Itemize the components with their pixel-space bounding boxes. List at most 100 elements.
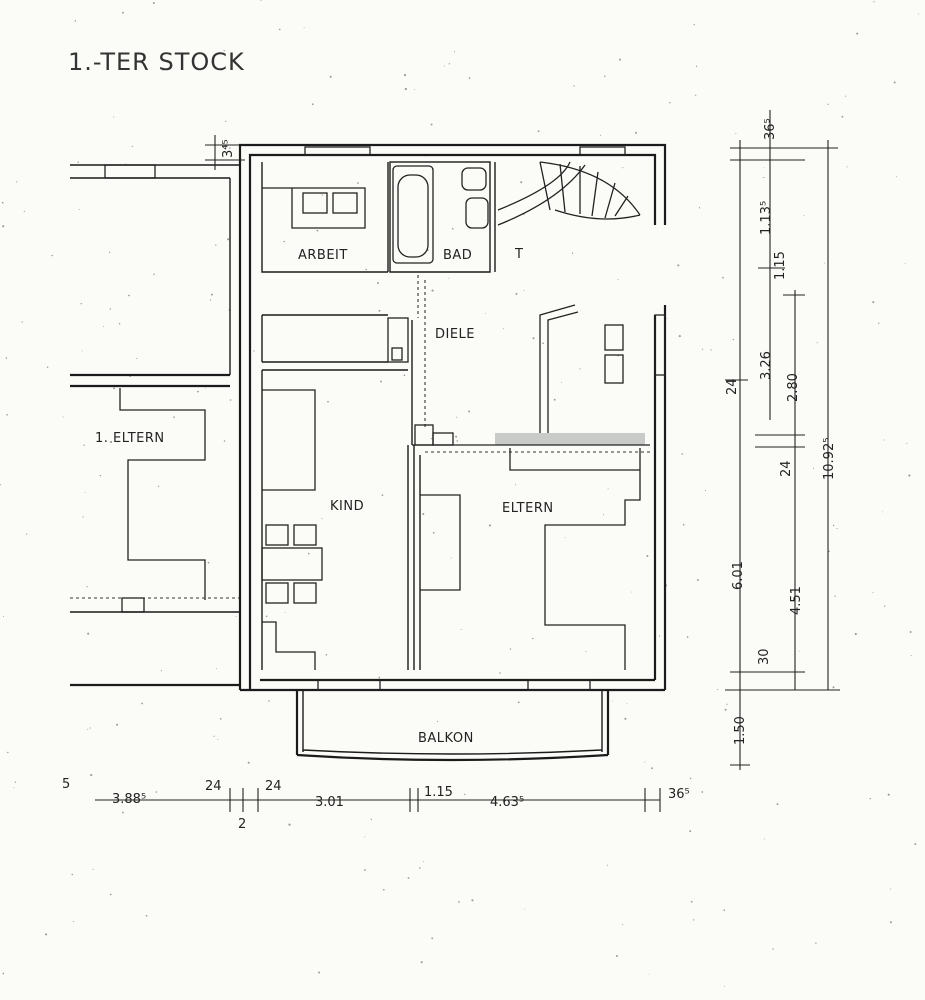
paper-speck (253, 350, 255, 352)
paper-speck (378, 676, 381, 679)
paper-speck (692, 919, 695, 921)
paper-speck (650, 767, 653, 770)
paper-speck (816, 342, 818, 344)
paper-speck (878, 322, 880, 325)
paper-speck (383, 888, 385, 891)
paper-speck (321, 518, 323, 520)
paper-speck (1, 201, 4, 204)
paper-speck (5, 357, 8, 359)
paper-speck (377, 282, 379, 284)
paper-speck (316, 229, 319, 232)
paper-speck (717, 689, 719, 691)
paper-speck (812, 467, 814, 469)
paper-speck (423, 860, 425, 862)
paper-speck (450, 557, 452, 559)
paper-speck (669, 101, 671, 104)
dim-right-10: 1.50 (733, 716, 748, 745)
paper-speck (600, 134, 602, 136)
paper-speck (622, 924, 624, 926)
paper-speck (499, 672, 501, 674)
paper-speck (363, 869, 366, 871)
paper-speck (828, 550, 830, 553)
dim-bottom-4: 2 (238, 817, 246, 832)
paper-speck (13, 787, 15, 789)
paper-speck (116, 723, 119, 726)
paper-speck (453, 51, 456, 53)
paper-speck (726, 703, 728, 705)
paper-speck (904, 262, 906, 264)
paper-speck (722, 276, 724, 279)
paper-speck (303, 26, 305, 28)
paper-speck (26, 533, 28, 535)
paper-speck (772, 948, 774, 950)
paper-speck (872, 592, 874, 594)
paper-speck (682, 523, 685, 526)
paper-speck (724, 708, 727, 711)
paper-speck (635, 131, 637, 134)
paper-speck (288, 823, 291, 826)
left-neighbor-unit (70, 164, 240, 687)
paper-speck (689, 830, 692, 833)
paper-speck (893, 81, 896, 84)
paper-speck (83, 444, 85, 446)
paper-speck (677, 264, 680, 267)
room-bad (389, 161, 491, 318)
paper-speck (2, 616, 4, 617)
paper-speck (213, 735, 215, 737)
paper-speck (420, 961, 423, 964)
paper-speck (604, 75, 606, 77)
paper-speck (229, 147, 231, 149)
paper-speck (422, 512, 425, 516)
paper-speck (431, 289, 434, 292)
paper-speck (72, 921, 74, 923)
paper-speck (215, 244, 217, 246)
paper-speck (646, 555, 649, 557)
paper-speck (325, 654, 328, 656)
paper-speck (23, 210, 25, 213)
paper-speck (87, 632, 90, 635)
paper-speck (2, 225, 5, 228)
paper-speck (370, 818, 372, 821)
paper-speck (695, 65, 698, 67)
paper-speck (523, 289, 525, 291)
paper-speck (532, 637, 534, 640)
paper-speck (520, 181, 523, 184)
paper-speck (710, 349, 712, 351)
paper-speck (122, 11, 124, 14)
paper-speck (16, 181, 18, 183)
paper-speck (648, 973, 650, 975)
paper-speck (321, 194, 323, 196)
paper-speck (122, 811, 124, 814)
paper-speck (381, 494, 384, 496)
paper-speck (378, 309, 381, 312)
paper-speck (87, 728, 89, 730)
paper-speck (80, 303, 82, 305)
paper-speck (854, 632, 857, 636)
paper-speck (524, 908, 525, 910)
paper-speck (407, 877, 410, 879)
paper-speck (89, 727, 91, 729)
paper-speck (571, 252, 574, 254)
paper-speck (631, 591, 633, 593)
paper-speck (834, 595, 836, 597)
paper-speck (81, 350, 83, 352)
paper-speck (197, 390, 199, 393)
dim-bottom-3: 24 (265, 779, 282, 794)
paper-speck (579, 368, 581, 370)
paper-speck (403, 374, 406, 377)
paper-speck (99, 474, 101, 477)
dim-right-2: 1.15 (773, 251, 788, 280)
paper-speck (456, 416, 458, 418)
paper-speck (82, 516, 84, 518)
dim-right-5: 24 (725, 378, 740, 395)
paper-speck (136, 357, 138, 360)
paper-speck (431, 437, 433, 440)
paper-speck (84, 491, 86, 493)
paper-speck (365, 268, 368, 271)
paper-speck (906, 442, 908, 444)
dim-right-total: 10.92⁵ (822, 438, 837, 480)
paper-speck (364, 836, 366, 838)
dim-bottom-8: 36⁵ (668, 787, 690, 802)
paper-speck (537, 130, 540, 133)
paper-speck (832, 524, 835, 527)
